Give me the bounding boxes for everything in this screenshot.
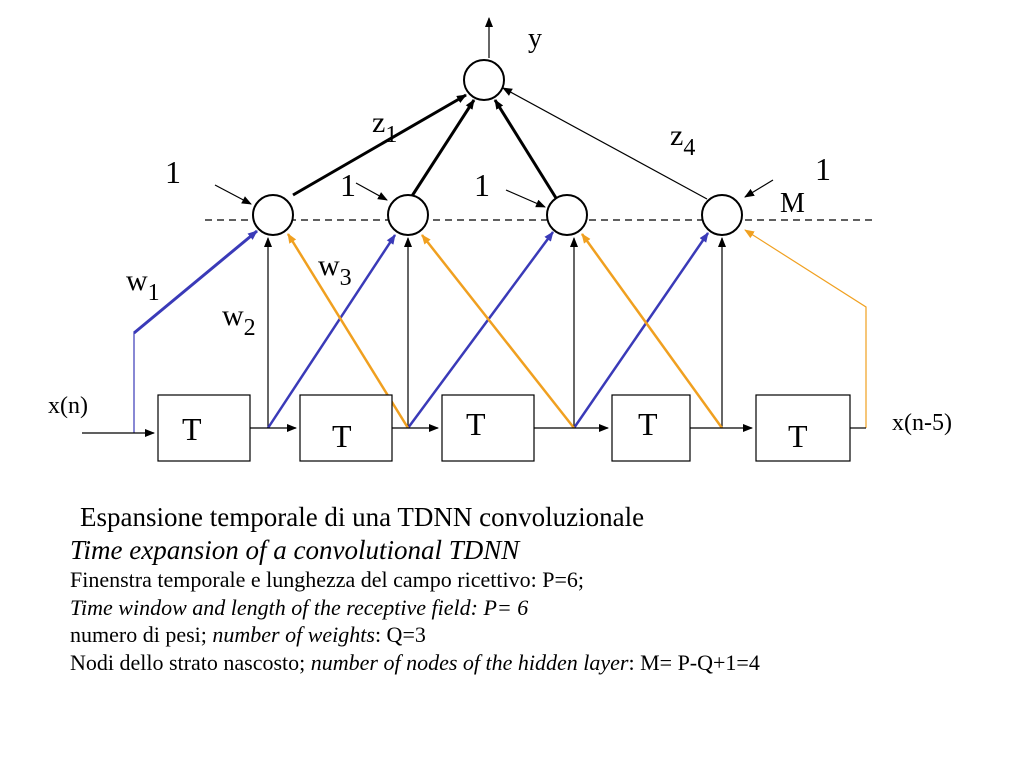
tdnn-diagram: y z1 z4 1 1 1 1 M w1 w2 w3 [48,17,952,462]
caption-line-6: Nodi dello strato nascosto; number of no… [70,649,1010,677]
input-label: x(n) [48,393,88,419]
z4-label: z4 [670,119,695,161]
caption-line-5: numero di pesi; number of weights: Q=3 [70,621,1010,649]
w2-label: w2 [222,299,256,341]
z4-connection [502,87,708,200]
w1-connection-3 [406,231,555,429]
bias-label-2: 1 [340,167,356,203]
caption-line-6-c: : M= P-Q+1=4 [628,649,760,675]
bias-arrow-3 [505,189,546,208]
w3-label: w3 [318,249,352,291]
delay-block-3 [441,394,535,462]
caption-line-3: Finenstra temporale e lunghezza del camp… [70,567,584,592]
output-node [463,59,505,101]
w1-connection-4 [572,232,710,429]
delay-block-4 [611,394,691,462]
bias-arrow-2 [355,182,388,201]
bias-label-1: 1 [165,154,181,190]
bias-arrow-4 [744,179,774,198]
w1-connection-2 [266,234,397,429]
delay-label-1: T [182,411,202,447]
hidden-node-2 [387,194,429,236]
delay-block-1 [157,394,251,462]
delay-label-5: T [788,418,808,454]
caption-title: Espansione temporale di una TDNN convolu… [80,502,645,532]
caption-line-6-b: number of nodes of the hidden layer [310,649,629,675]
w3-connection-2 [421,234,575,429]
hidden-node-4 [701,194,743,236]
caption-line-4: Time window and length of the receptive … [70,594,529,620]
z1-connection [292,93,467,197]
z3-connection [493,99,558,199]
caption: Espansione temporale di una TDNN convolu… [70,500,1010,676]
hidden-count-label: M [780,188,805,219]
bias-label-4: 1 [815,151,831,187]
w1-connection-1-bold [133,229,258,335]
w3-connection-3 [580,233,724,429]
delay-block-5 [755,394,851,462]
caption-line-5-a: numero di pesi; [70,622,213,647]
caption-subtitle: Time expansion of a convolutional TDNN [70,535,520,565]
caption-line-6-a: Nodi dello strato nascosto; [70,649,311,675]
caption-line-5-b: number of weights [212,622,375,647]
z2-connection [410,99,476,197]
delay-label-3: T [466,406,486,442]
w3-connection-4 [744,229,867,428]
bias-label-3: 1 [474,167,490,203]
last-input-label: x(n-5) [892,410,952,436]
w1-label: w1 [126,264,160,306]
hidden-node-1 [252,194,294,236]
z1-label: z1 [372,106,397,148]
delay-block-2 [299,394,393,462]
delay-label-4: T [638,406,658,442]
caption-line-5-c: : Q=3 [374,622,426,647]
bias-arrow-1 [214,184,252,205]
delay-label-2: T [332,418,352,454]
hidden-node-3 [546,194,588,236]
output-label: y [528,23,542,54]
